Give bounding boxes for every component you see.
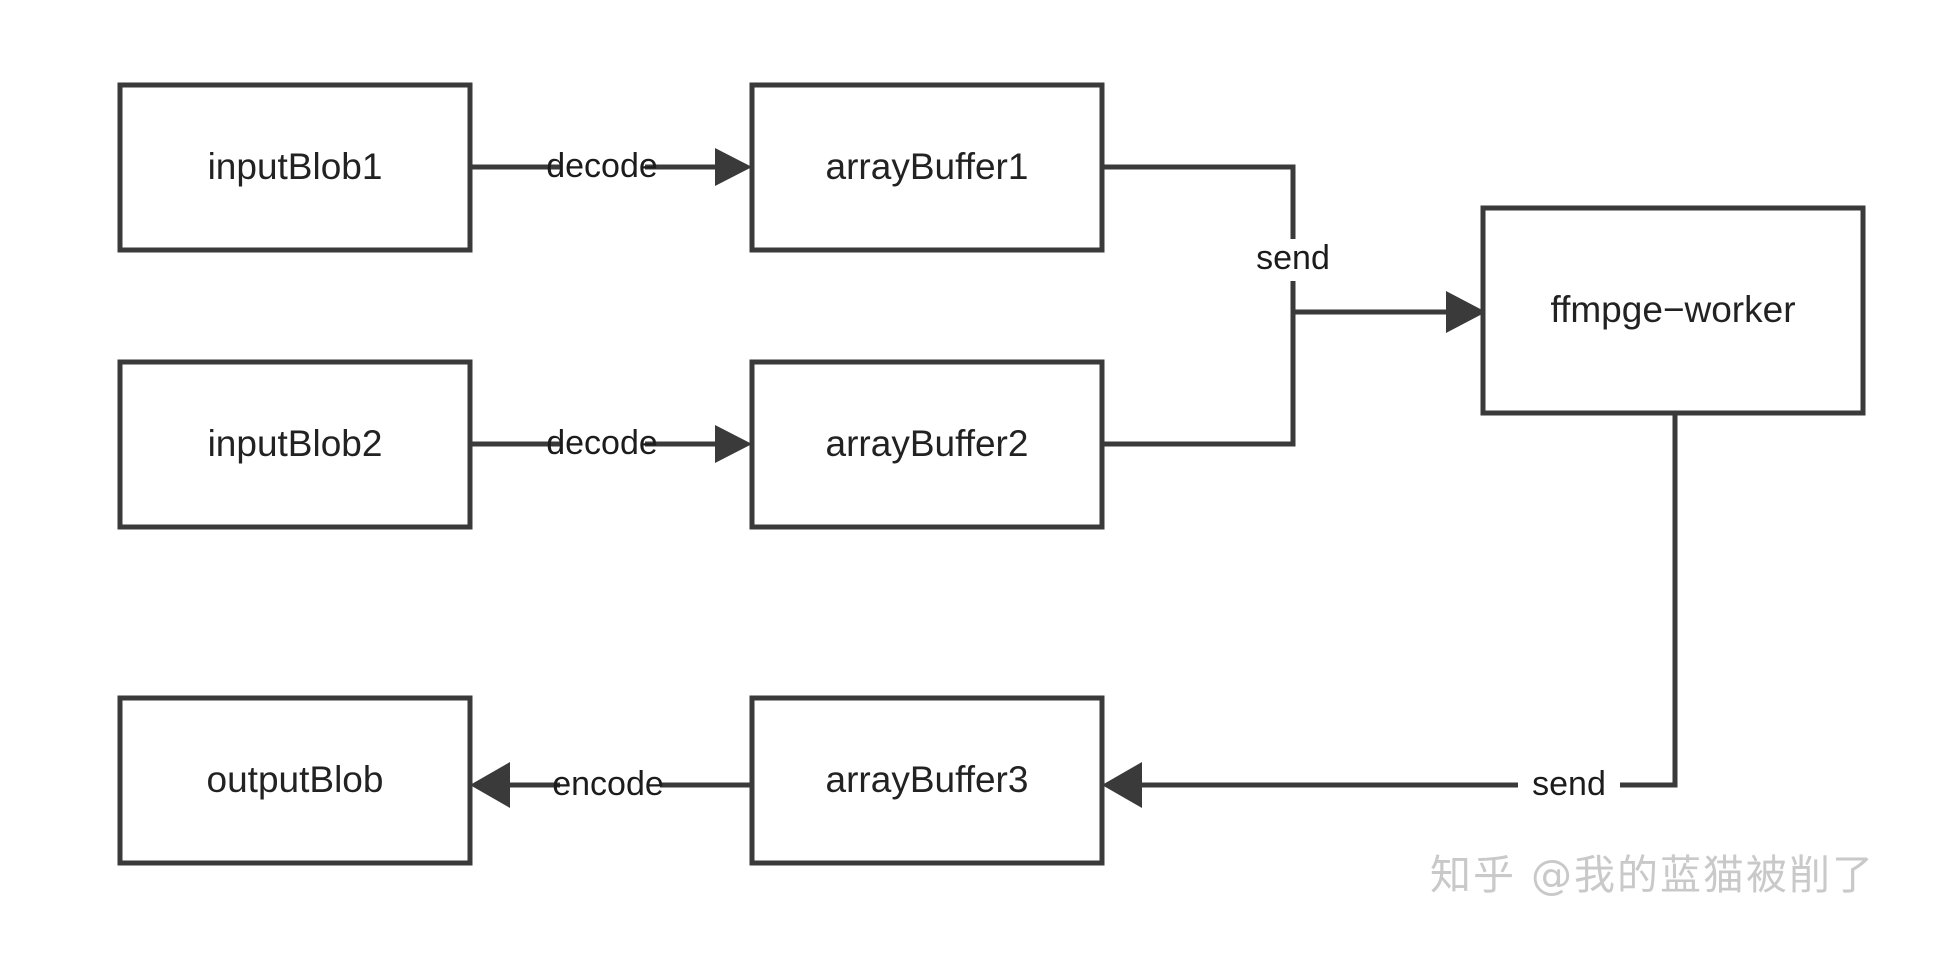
arrowhead-icon <box>470 762 510 808</box>
edge-label-decode-top: decode <box>546 147 658 185</box>
edge-label-encode: encode <box>552 765 664 803</box>
node-label-ffmpge-worker: ffmpge−worker <box>1550 289 1795 330</box>
arrowhead-icon <box>715 425 752 463</box>
node-arraybuffer1[interactable]: arrayBuffer1 <box>749 82 1105 253</box>
node-box <box>117 695 473 866</box>
edge-send-from-worker: send <box>1102 413 1678 808</box>
edge-decode-top: decode <box>470 147 752 186</box>
edge-send-to-worker: send <box>1102 164 1486 447</box>
node-label-arraybuffer3: arrayBuffer3 <box>826 759 1029 800</box>
node-box <box>1480 205 1866 416</box>
node-box <box>749 359 1105 530</box>
node-box <box>749 82 1105 253</box>
node-inputblob1[interactable]: inputBlob1 <box>117 82 473 253</box>
node-outputblob[interactable]: outputBlob <box>117 695 473 866</box>
edge-segment <box>1102 164 1296 239</box>
edge-decode-bottom: decode <box>470 424 752 463</box>
watermark-label: 知乎 @我的蓝猫被削了 <box>1430 851 1875 899</box>
node-label-inputblob2: inputBlob2 <box>208 423 383 464</box>
node-ffmpge-worker[interactable]: ffmpge−worker <box>1480 205 1866 416</box>
edge-label-send-to-worker: send <box>1256 239 1330 277</box>
arrowhead-icon <box>1102 762 1142 808</box>
node-label-inputblob1: inputBlob1 <box>208 146 383 187</box>
node-box <box>749 695 1105 866</box>
node-arraybuffer2[interactable]: arrayBuffer2 <box>749 359 1105 530</box>
edge-label-decode-bottom: decode <box>546 424 658 462</box>
node-inputblob2[interactable]: inputBlob2 <box>117 359 473 530</box>
node-box <box>117 359 473 530</box>
arrowhead-icon <box>1446 291 1486 333</box>
edge-segment <box>1620 413 1678 788</box>
node-label-arraybuffer2: arrayBuffer2 <box>826 423 1029 464</box>
node-arraybuffer3[interactable]: arrayBuffer3 <box>749 695 1105 866</box>
arrowhead-icon <box>715 148 752 186</box>
edge-encode: encode <box>470 762 752 808</box>
edge-label-send-from-worker: send <box>1532 765 1606 803</box>
node-label-outputblob: outputBlob <box>207 759 384 800</box>
node-label-arraybuffer1: arrayBuffer1 <box>826 146 1029 187</box>
node-box <box>117 82 473 253</box>
edge-segment <box>1102 281 1296 447</box>
